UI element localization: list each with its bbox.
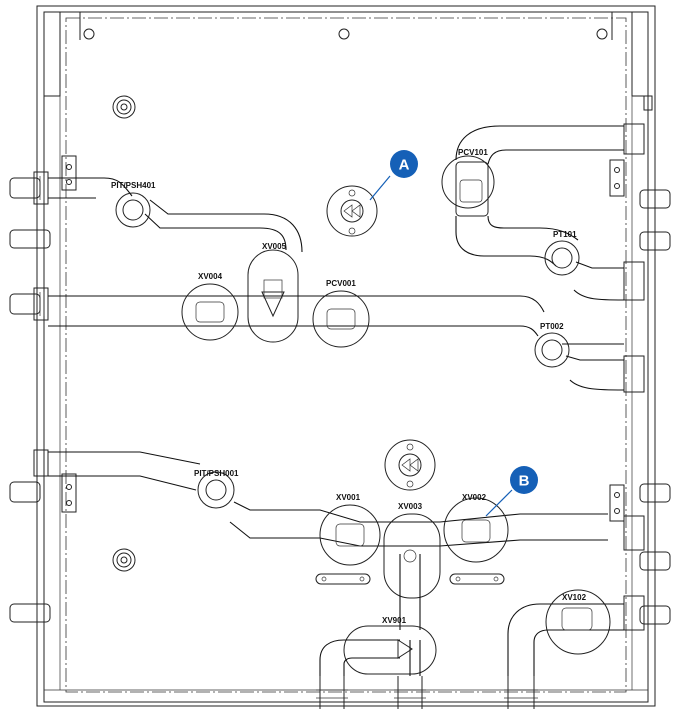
pipe-lower-run	[48, 451, 608, 630]
tag-labels: PIT/PSH401 PCV101 PT101 XV005 XV004 PCV0…	[111, 148, 587, 625]
pipe-psh401-run	[48, 177, 303, 253]
flow-disc-a	[326, 185, 378, 237]
tag-xv004: XV004	[198, 272, 223, 281]
right-stub-pipes	[623, 95, 671, 631]
tag-pit-psh001: PIT/PSH001	[194, 469, 239, 478]
tag-xv102: XV102	[562, 593, 587, 602]
callout-b-badge	[510, 466, 538, 494]
callout-b-letter: B	[519, 473, 530, 490]
tag-xv901: XV901	[382, 616, 407, 625]
callout-a: A	[369, 150, 418, 201]
tag-pt002: PT002	[540, 322, 564, 331]
tag-pcv001: PCV001	[326, 279, 356, 288]
callout-b: B	[485, 466, 538, 517]
flow-disc-b	[384, 439, 436, 491]
right-brackets	[609, 159, 625, 522]
boss-top-left	[112, 95, 136, 119]
left-stub-pipes	[9, 171, 51, 623]
valve-xv102	[507, 589, 624, 676]
valve-xv901	[319, 625, 437, 676]
left-brackets	[61, 155, 77, 513]
tag-xv003: XV003	[398, 502, 423, 511]
nameplates	[315, 573, 505, 585]
callout-a-letter: A	[399, 157, 410, 174]
pipe-middle-header	[48, 283, 625, 391]
bottom-stub-pipes	[316, 676, 538, 709]
tag-pcv101: PCV101	[458, 148, 488, 157]
tag-pt101: PT101	[553, 230, 577, 239]
callout-a-badge	[390, 150, 418, 178]
pipe-pcv101-run	[441, 125, 625, 301]
mounting-holes	[83, 28, 608, 40]
tag-pit-psh401: PIT/PSH401	[111, 181, 156, 190]
tag-xv005: XV005	[262, 242, 287, 251]
callout-b-leader	[485, 489, 513, 517]
tag-xv001: XV001	[336, 493, 361, 502]
boss-bottom-left	[112, 548, 136, 572]
callout-a-leader	[369, 175, 391, 201]
tag-xv002: XV002	[462, 493, 487, 502]
